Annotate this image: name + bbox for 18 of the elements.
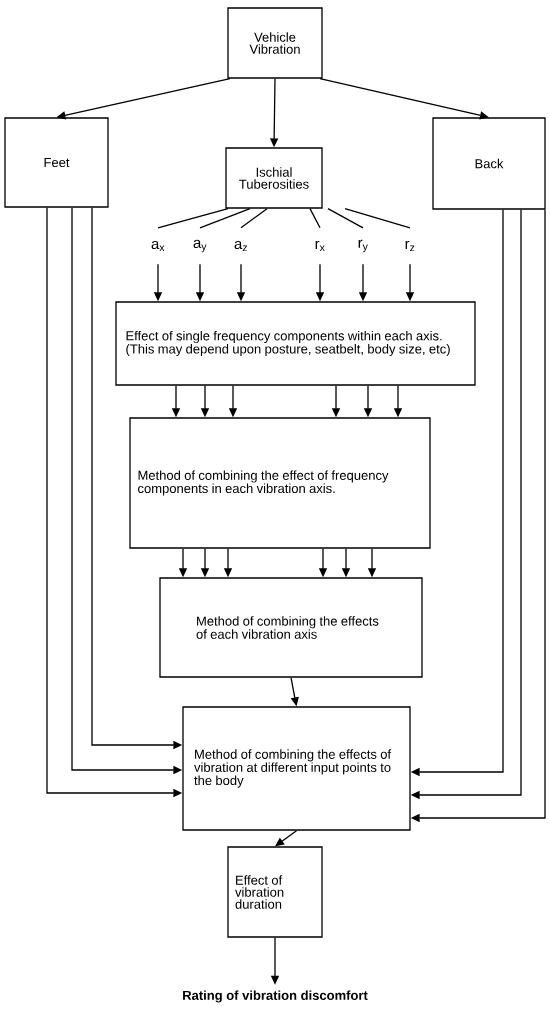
axis-symbol: a$_{z}$	[234, 240, 247, 252]
axis-symbol: r$_{z}$	[405, 240, 415, 252]
axis-symbol: a$_{x}$	[151, 240, 165, 252]
process-box: Feet	[4, 117, 109, 208]
process-box: Effect of single frequency components within each axis. (This may depend upon posture, seatbelt, body size, etc)	[115, 301, 476, 386]
process-box: Effect of vibration duration	[227, 846, 323, 938]
process-box: Vehicle Vibration	[227, 7, 323, 79]
output-text: Rating of vibration discomfort	[183, 990, 368, 1003]
process-box: Back	[432, 117, 546, 210]
process-box: Method of combining the effect of frequency components in each vibration axis.	[129, 417, 431, 549]
process-box: Method of combining the effects of vibration at different input points to the body	[182, 706, 411, 831]
axis-symbol: r$_{y}$	[358, 239, 368, 253]
axis-symbol: r$_{x}$	[315, 240, 325, 252]
arrow	[275, 830, 298, 847]
process-box: Ischial Tuberosities	[225, 147, 323, 209]
axis-symbol: a$_{y}$	[193, 239, 207, 253]
arrow	[319, 78, 489, 120]
process-box: Method of combining the effects of each vibration axis	[159, 577, 423, 678]
